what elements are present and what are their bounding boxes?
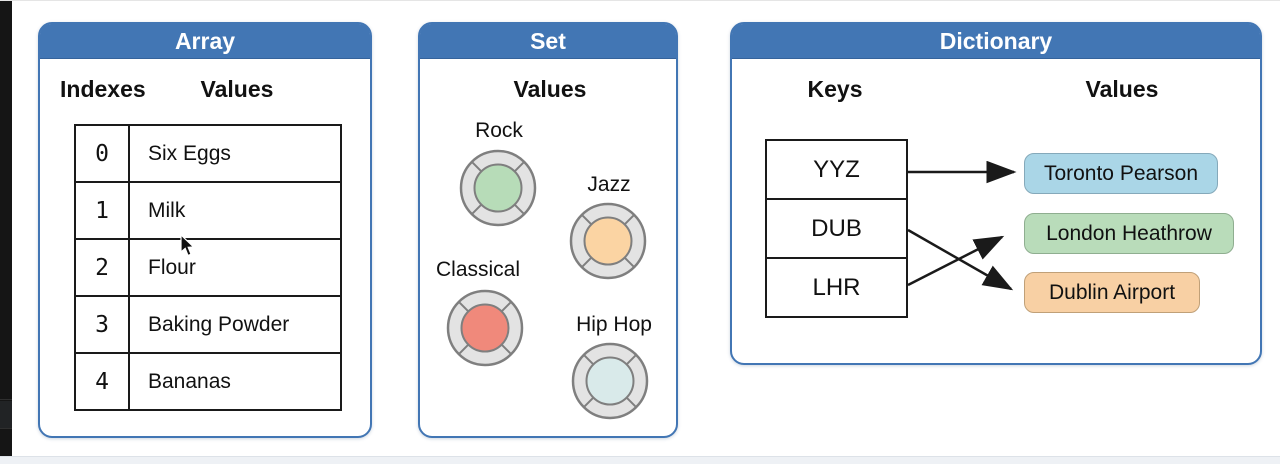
dictionary-value-pill: Dublin Airport xyxy=(1024,272,1200,313)
table-row: 1 Milk xyxy=(74,181,342,240)
table-row: 2 Flour xyxy=(74,238,342,297)
vinyl-record-icon xyxy=(569,202,647,280)
array-value-cell: Baking Powder xyxy=(128,295,342,354)
set-item-label: Hip Hop xyxy=(576,313,652,336)
table-row: DUB xyxy=(765,198,908,259)
vinyl-record-icon xyxy=(571,342,649,420)
set-item-label: Rock xyxy=(475,119,523,142)
array-value-cell: Milk xyxy=(128,181,342,240)
table-row: 3 Baking Powder xyxy=(74,295,342,354)
dictionary-key-cell: DUB xyxy=(765,198,908,259)
dictionary-keys-table: YYZ DUB LHR xyxy=(765,139,908,318)
mouse-cursor-icon xyxy=(180,234,195,257)
left-dark-strip xyxy=(0,1,12,458)
arrow-dub-dublin xyxy=(907,228,1014,291)
set-panel: Set Values Rock Jazz Classical Hip Hop xyxy=(418,22,678,438)
array-panel-title: Array xyxy=(40,24,370,59)
array-index-cell: 0 xyxy=(74,124,130,183)
dictionary-keys-header: Keys xyxy=(807,76,863,102)
array-index-cell: 1 xyxy=(74,181,130,240)
dictionary-key-cell: YYZ xyxy=(765,139,908,200)
strip-segment xyxy=(0,401,12,428)
table-row: 4 Bananas xyxy=(74,352,342,411)
set-item-label: Jazz xyxy=(587,173,631,196)
dictionary-panel: Dictionary Keys Values YYZ DUB LHR Toron… xyxy=(730,22,1262,365)
array-panel: Array Indexes Values 0 Six Eggs 1 Milk 2… xyxy=(38,22,372,438)
dictionary-panel-title: Dictionary xyxy=(732,24,1260,59)
array-table: 0 Six Eggs 1 Milk 2 Flour 3 Baking Powde… xyxy=(74,124,342,411)
set-panel-title: Set xyxy=(420,24,676,59)
array-value-cell: Flour xyxy=(128,238,342,297)
array-value-cell: Bananas xyxy=(128,352,342,411)
dictionary-values-header: Values xyxy=(1085,76,1159,102)
bottom-bar xyxy=(0,456,1280,464)
array-index-cell: 4 xyxy=(74,352,130,411)
dictionary-key-cell: LHR xyxy=(765,257,908,318)
vinyl-record-icon xyxy=(446,289,524,367)
set-item-label: Classical xyxy=(435,258,521,281)
set-values-header: Values xyxy=(513,76,587,102)
strip-divider xyxy=(0,399,12,400)
array-indexes-header: Indexes xyxy=(60,76,146,102)
table-row: YYZ xyxy=(765,139,908,200)
array-index-cell: 2 xyxy=(74,238,130,297)
vinyl-record-icon xyxy=(459,149,537,227)
table-row: 0 Six Eggs xyxy=(74,124,342,183)
dictionary-value-pill: London Heathrow xyxy=(1024,213,1234,254)
array-value-cell: Six Eggs xyxy=(128,124,342,183)
array-values-header: Values xyxy=(200,76,274,102)
table-row: LHR xyxy=(765,257,908,318)
array-index-cell: 3 xyxy=(74,295,130,354)
dictionary-value-pill: Toronto Pearson xyxy=(1024,153,1218,194)
strip-divider xyxy=(0,428,12,429)
arrow-lhr-london xyxy=(907,235,1005,287)
